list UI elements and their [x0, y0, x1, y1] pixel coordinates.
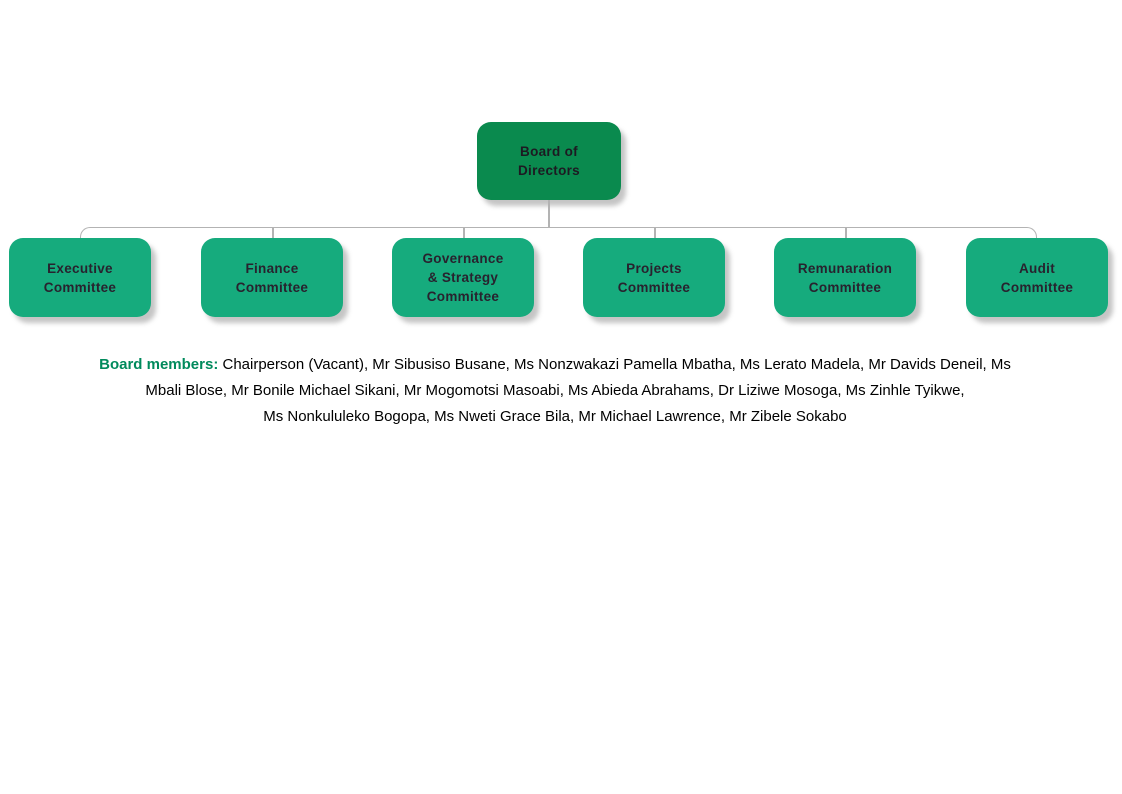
- connector-stub-remunaration: [845, 227, 847, 239]
- finance-committee-label: Finance Committee: [235, 260, 309, 295]
- remunaration-committee-box: Remunaration Committee: [774, 238, 916, 317]
- governance-strategy-committee-box: Governance & Strategy Committee: [392, 238, 534, 317]
- executive-committee-label: Executive Committee: [43, 260, 117, 295]
- connector-stub-finance: [272, 227, 274, 239]
- board-of-directors-label: Board of Directors: [518, 144, 580, 178]
- board-members-line-3: Ms Nonkululeko Bogopa, Ms Nweti Grace Bi…: [263, 408, 847, 425]
- board-members-paragraph: Board members: Chairperson (Vacant), Mr …: [0, 352, 1110, 430]
- executive-committee-box: Executive Committee: [9, 238, 151, 317]
- board-members-heading: Board members:: [99, 356, 219, 373]
- audit-committee-label: Audit Committee: [1000, 260, 1074, 295]
- board-of-directors-box: Board of Directors: [477, 122, 621, 200]
- board-members-line-1: Board members: Chairperson (Vacant), Mr …: [0, 352, 1110, 378]
- connector-root-vertical: [548, 200, 550, 227]
- governance-strategy-committee-label: Governance & Strategy Committee: [422, 251, 504, 304]
- finance-committee-box: Finance Committee: [201, 238, 343, 317]
- remunaration-committee-label: Remunaration Committee: [797, 260, 893, 295]
- connector-horizontal-bar: [80, 227, 1037, 239]
- connector-stub-projects: [654, 227, 656, 239]
- board-members-line-2: Mbali Blose, Mr Bonile Michael Sikani, M…: [145, 382, 965, 399]
- audit-committee-box: Audit Committee: [966, 238, 1108, 317]
- projects-committee-label: Projects Committee: [617, 260, 691, 295]
- connector-stub-governance: [463, 227, 465, 239]
- projects-committee-box: Projects Committee: [583, 238, 725, 317]
- board-members-line1-text: Chairperson (Vacant), Mr Sibusiso Busane…: [218, 356, 1011, 373]
